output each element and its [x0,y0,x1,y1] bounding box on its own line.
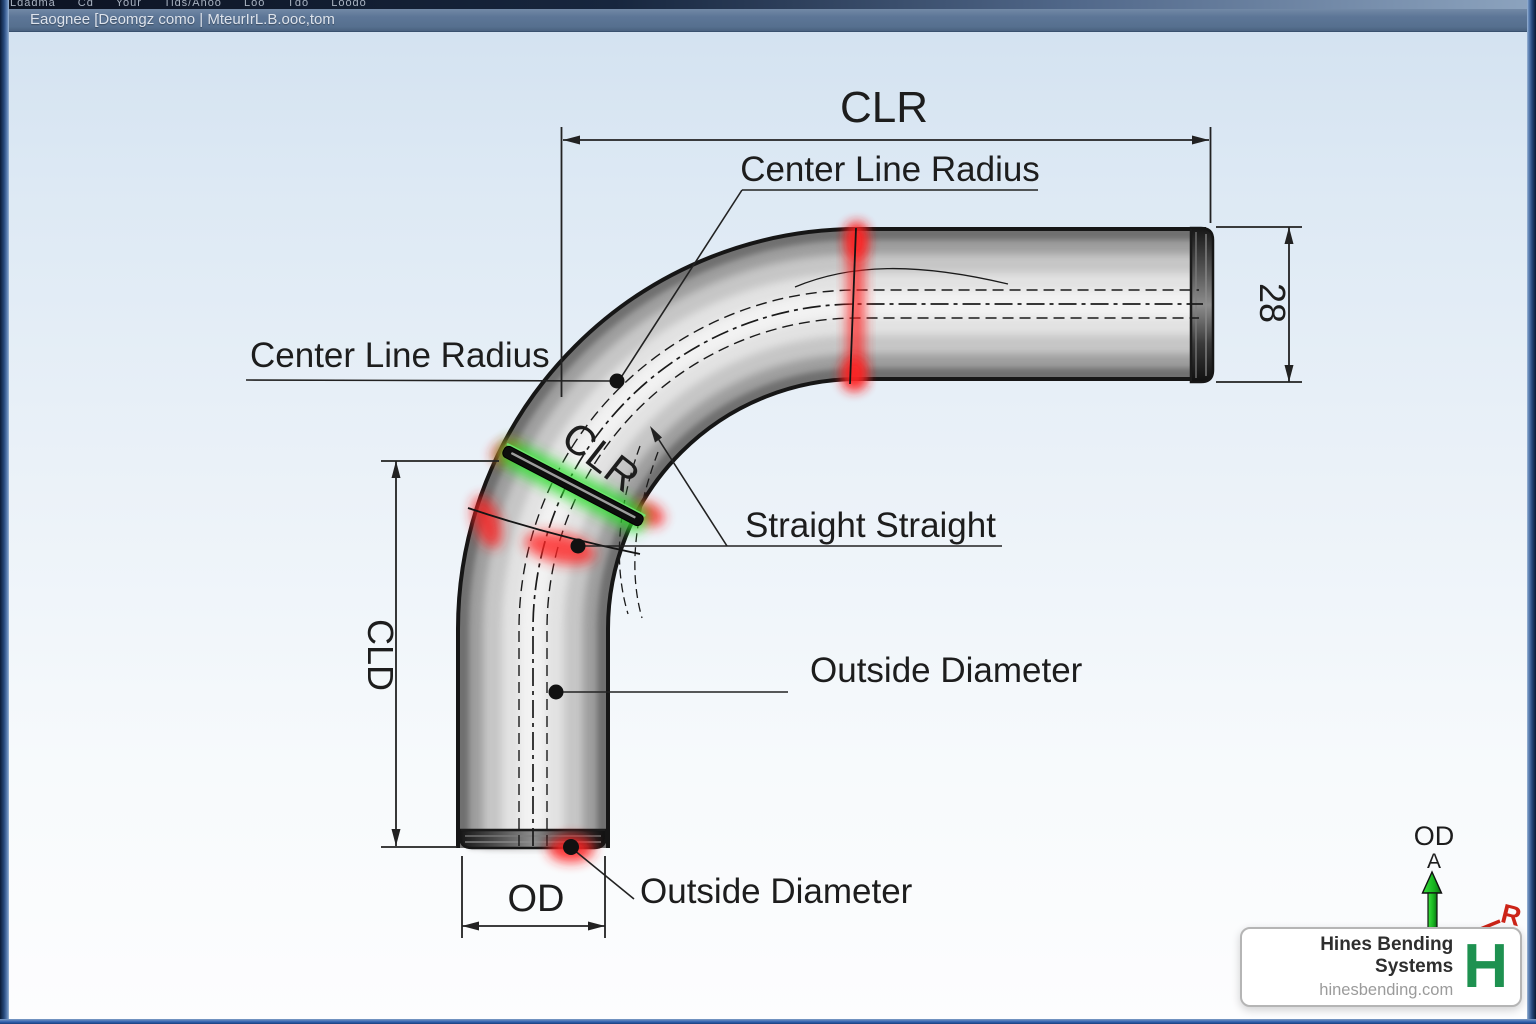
brand-logo-h-icon: H [1463,931,1508,1001]
leader-dot-bend-centerline [609,373,625,389]
dimension-cld [381,460,499,848]
leader-dot-od-bottom [563,839,579,855]
brand-website: hinesbending.com [1319,980,1454,999]
brand-text-block: Hines Bending Systems hinesbending.com [1252,934,1463,1000]
window-border-bottom [0,1019,1536,1024]
window-title-bar[interactable]: Eaognee [Deomgz como | MteurIrL.B.ooc,to… [0,9,1536,32]
brand-company-name: Hines Bending Systems [1320,934,1454,977]
dimension-clr-top [560,127,1212,397]
pipe-end-cap-right [1189,226,1215,384]
straight-label: Straight Straight [745,506,996,545]
axis-triad: OD A R [1414,821,1525,932]
clr-dim-label: CLR [840,83,928,132]
brand-card: Hines Bending Systems hinesbending.com H [1240,927,1522,1007]
tangent-slice-lines [467,227,857,555]
leader-straight [582,426,1002,547]
leader-outside-diameter-bottom [573,849,635,900]
window-border-right [1527,0,1536,1024]
outside-diameter-mid-label: Outside Diameter [810,651,1083,690]
leader-center-line-radius-left [245,379,614,382]
window-title: Eaognee [Deomgz como | MteurIrL.B.ooc,to… [30,11,335,28]
od-dim-label: OD [508,878,565,920]
leader-center-line-radius-top [619,189,1038,380]
end-diameter-dim-value: 28 [1252,283,1293,323]
center-line-radius-left-label: Center Line Radius [250,336,550,375]
pipe-centerlines [518,267,1203,846]
dimension-28-right [1216,226,1302,383]
green-tangent-band [497,439,649,533]
window-border-left [0,0,9,1024]
axis-green-arrow-icon [1421,870,1443,930]
leader-dot-straight [570,538,586,554]
center-line-radius-top-label: Center Line Radius [740,150,1040,189]
dimension-od-bottom [461,856,606,938]
outside-diameter-bottom-label: Outside Diameter [640,872,913,911]
axis-od-label: OD [1414,821,1455,851]
axis-a-label: A [1427,850,1441,873]
menu-bar-text: Ldadma Cd Your Tids/Anoo Loo Tdo Loodo [10,0,367,9]
pipe-body [456,227,1206,848]
leader-dot-od-mid [548,684,564,700]
menu-bar: Ldadma Cd Your Tids/Anoo Loo Tdo Loodo [0,0,1536,9]
cld-dim-label: CLD [360,619,401,691]
